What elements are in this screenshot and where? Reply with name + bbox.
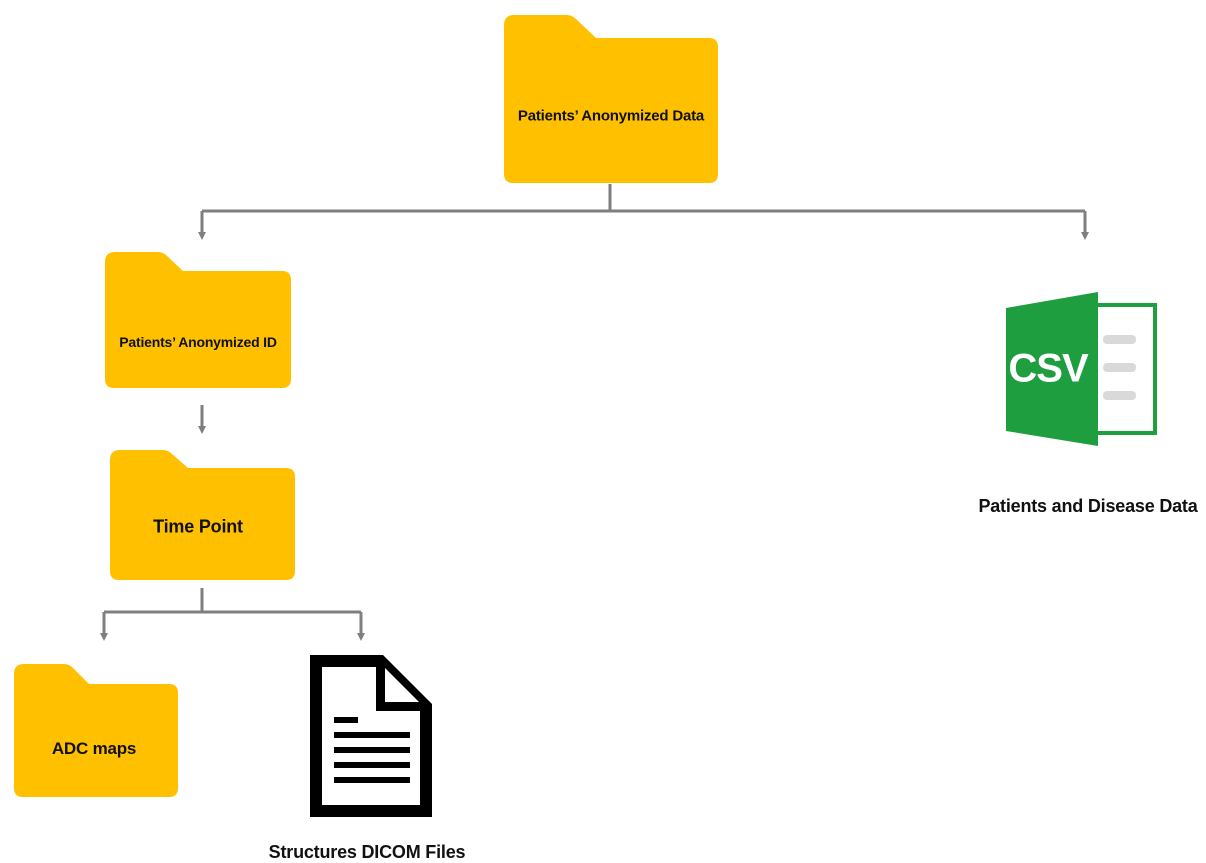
csv-file-icon [1006,292,1157,446]
patient-id-folder-label: Patients’ Anonymized ID [119,334,277,350]
connectors [100,184,1089,641]
csv-file-label: Patients and Disease Data [978,496,1198,516]
root-folder-label: Patients’ Anonymized Data [517,107,705,125]
root-folder-icon [504,15,718,183]
time-point-folder-icon [110,450,295,580]
dicom-document-icon [310,655,432,817]
dicom-file-label: Structures DICOM Files [268,842,466,862]
adc-maps-folder-icon [14,664,178,797]
time-point-folder-label: Time Point [153,516,243,537]
csv-badge-text: CSV [1008,346,1088,391]
adc-maps-folder-label: ADC maps [51,739,137,758]
patient-id-folder-icon [105,252,291,388]
